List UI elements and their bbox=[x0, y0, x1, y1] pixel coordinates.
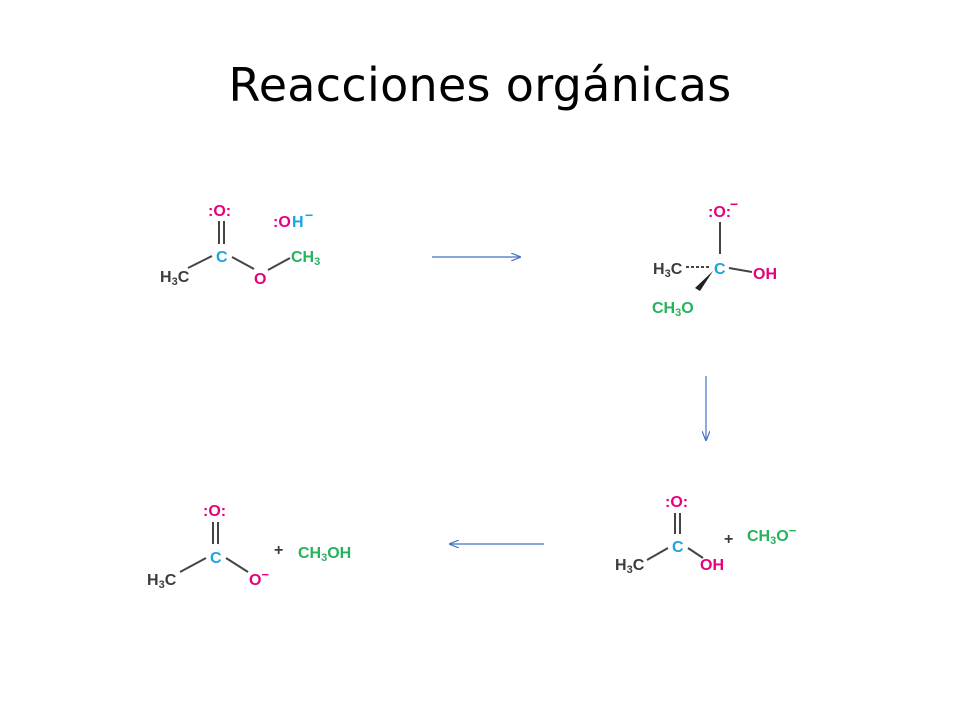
acid-bond-oh bbox=[687, 547, 704, 559]
product-plus-sign: + bbox=[274, 542, 283, 559]
reactant-bond-o-ch3 bbox=[267, 257, 291, 271]
product-carboxylate-oxygen: O− bbox=[249, 567, 269, 589]
intermediate-oxygen-charge: − bbox=[730, 196, 738, 212]
hydroxide-oxygen: :O bbox=[273, 214, 291, 231]
reactant-ester-oxygen: O bbox=[254, 271, 266, 288]
product-carbon: C bbox=[210, 550, 222, 567]
intermediate-methyl: H3C bbox=[653, 261, 683, 280]
acid-hydroxyl: OH bbox=[700, 557, 724, 574]
product-carbonyl-oxygen: :O: bbox=[203, 503, 226, 520]
product-bond-methyl bbox=[179, 557, 207, 573]
acid-methyl: H3C bbox=[615, 557, 645, 576]
reactant-bond-methyl bbox=[187, 255, 213, 269]
hydroxide-hydrogen: H bbox=[292, 214, 304, 231]
intermediate-bond-oh bbox=[728, 267, 753, 273]
reactant-carbon: C bbox=[216, 249, 228, 266]
intermediate-hydroxyl: OH bbox=[753, 266, 777, 283]
reactant-ester: :O: C H3C O CH3 bbox=[160, 203, 320, 288]
intermediate-methoxy: CH3O bbox=[652, 300, 694, 319]
acid-bond-methyl bbox=[646, 547, 669, 561]
hydroxide-charge: − bbox=[305, 207, 313, 223]
intermediate-carbon: C bbox=[714, 261, 726, 278]
reactant-bond-ester-o bbox=[231, 256, 255, 270]
reactant-methyl: H3C bbox=[160, 269, 190, 288]
tetrahedral-intermediate: :O: − H3C C OH CH3O bbox=[652, 196, 777, 319]
reactant-ester-methyl: CH3 bbox=[291, 249, 320, 268]
methanol: CH3OH bbox=[298, 545, 351, 564]
acid-carbon: C bbox=[672, 539, 684, 556]
intermediate-oxygen: :O: bbox=[708, 204, 731, 221]
slide-title: Reacciones orgánicas bbox=[228, 58, 732, 112]
methoxide-ion: CH3O− bbox=[747, 523, 797, 547]
acetate-ion: :O: C H3C O− bbox=[147, 503, 269, 591]
acetic-acid: :O: C H3C OH bbox=[615, 494, 724, 576]
product-methyl: H3C bbox=[147, 572, 177, 591]
acid-plus-sign: + bbox=[724, 531, 733, 548]
reactant-carbonyl-oxygen: :O: bbox=[208, 203, 231, 220]
product-bond-o-minus bbox=[225, 557, 249, 573]
intermediate-wedge-bond bbox=[695, 271, 713, 291]
acid-carbonyl-oxygen: :O: bbox=[665, 494, 688, 511]
hydroxide-ion: :O H − bbox=[273, 207, 313, 231]
